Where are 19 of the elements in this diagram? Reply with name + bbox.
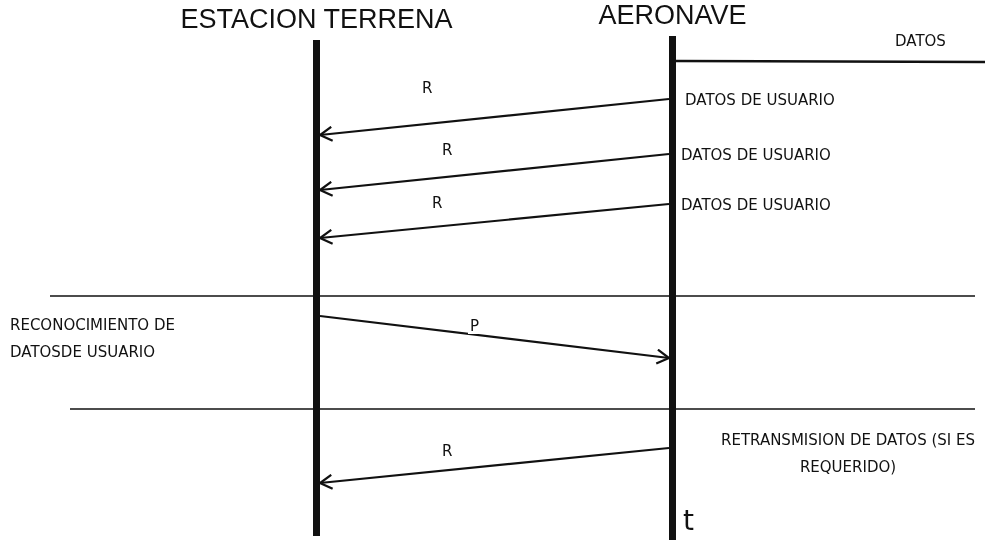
edge-label: R	[440, 142, 455, 158]
lifeline-heading: ESTACION TERRENA	[180, 4, 453, 34]
edge-label: R	[440, 443, 455, 459]
edge-label: R	[420, 80, 435, 96]
message-note: RETRANSMISION DE DATOS (SI ES REQUERIDO)	[720, 430, 976, 478]
message-arrow	[318, 97, 670, 142]
message-note: DATOS DE USUARIO	[685, 90, 836, 111]
message-arrow	[319, 314, 671, 365]
data-label: DATOS	[895, 31, 947, 52]
message-note: RECONOCIMIENTO DE DATOSDE USUARIO	[10, 315, 176, 363]
lifeline-heading: AERONAVE	[598, 0, 747, 30]
message-arrow	[318, 446, 670, 490]
message-note: DATOS DE USUARIO	[681, 195, 832, 216]
message-arrow	[318, 202, 670, 245]
message-note: DATOS DE USUARIO	[681, 145, 832, 166]
message-arrow	[318, 152, 670, 197]
edge-label: P	[468, 318, 482, 334]
time-axis-label: t	[683, 505, 695, 537]
edge-label: R	[430, 195, 445, 211]
